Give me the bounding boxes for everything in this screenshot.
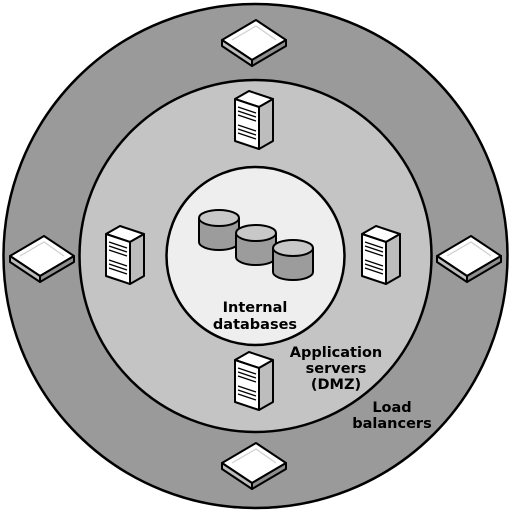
application-servers-label-line2: servers	[306, 361, 367, 377]
database-3-icon	[272, 239, 314, 281]
application-servers-label-line3: (DMZ)	[311, 377, 361, 393]
database-2-icon	[235, 224, 277, 266]
internal-databases-label-line1: Internal	[223, 300, 288, 316]
app-server-left-icon	[105, 225, 145, 285]
application-servers-label-line1: Application	[290, 345, 383, 361]
load-balancers-label-line1: Load	[372, 400, 411, 416]
app-server-top-icon	[234, 90, 274, 150]
database-1-icon	[198, 209, 240, 251]
load-balancers-label-line2: balancers	[352, 416, 431, 432]
app-server-right-icon	[361, 225, 401, 285]
app-server-bottom-icon	[234, 351, 274, 411]
internal-databases-label-line2: databases	[213, 317, 297, 333]
